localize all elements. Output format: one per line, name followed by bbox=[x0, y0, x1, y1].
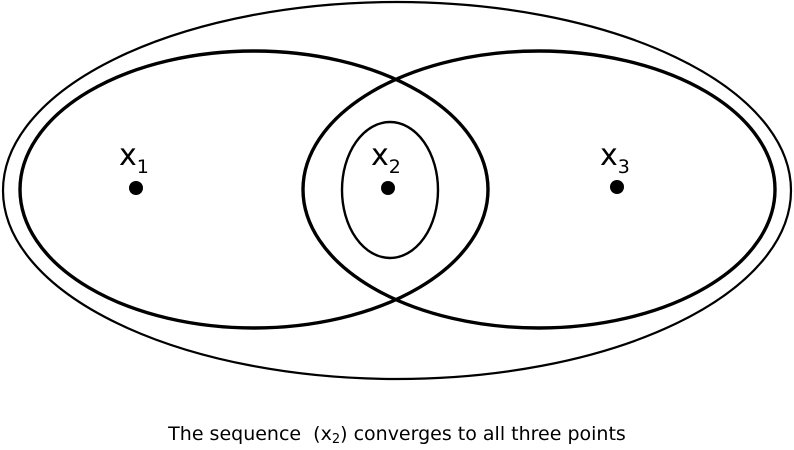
label-x1: x1 bbox=[119, 138, 149, 178]
caption-before: The sequence (x bbox=[168, 423, 332, 445]
point-x2 bbox=[381, 181, 395, 195]
left-ellipse bbox=[18, 49, 490, 330]
inner-ellipse bbox=[340, 120, 440, 260]
point-x1 bbox=[129, 181, 143, 195]
label-x3: x3 bbox=[600, 138, 630, 178]
outer-ellipse bbox=[1, 0, 793, 381]
right-ellipse bbox=[301, 49, 777, 330]
caption: The sequence (x2) converges to all three… bbox=[0, 423, 794, 447]
point-x3 bbox=[610, 180, 624, 194]
label-x2: x2 bbox=[371, 138, 401, 178]
caption-subscript: 2 bbox=[331, 432, 341, 447]
caption-after: ) converges to all three points bbox=[340, 423, 626, 445]
